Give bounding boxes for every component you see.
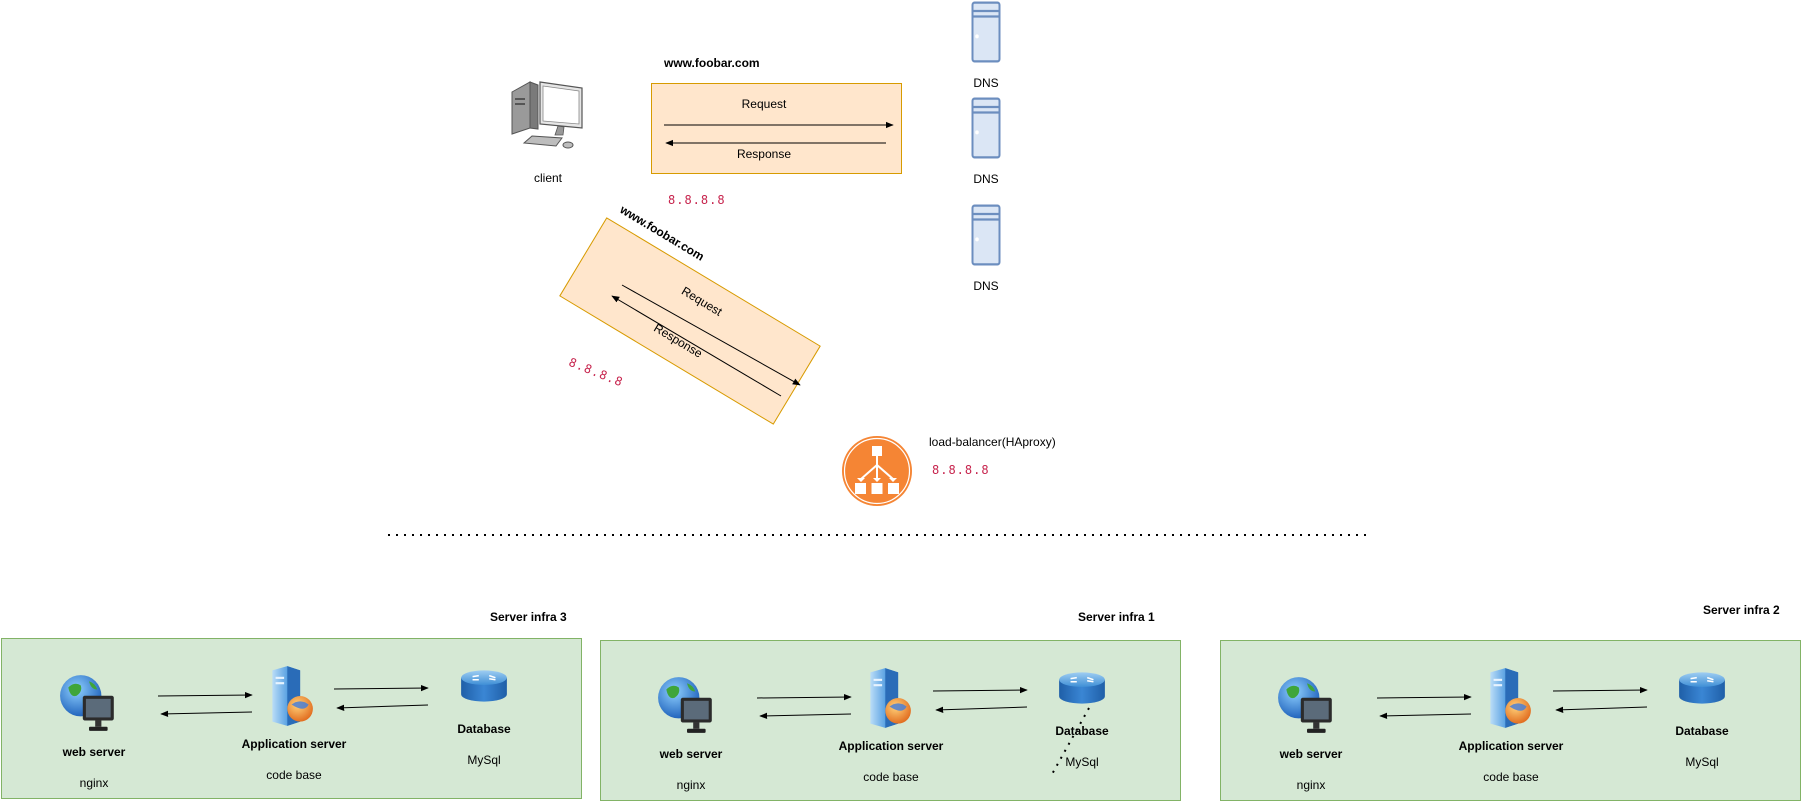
app-sub-label-2: code base (1483, 770, 1539, 784)
app-to-db-arrow-3[interactable] (333, 684, 429, 692)
db-sub-label-2: MySql (1685, 755, 1719, 769)
database-label-2: Database (1675, 724, 1729, 738)
web-sub-label-2: nginx (1296, 778, 1326, 792)
app-to-web-arrow-3[interactable] (160, 710, 253, 718)
web-to-app-arrow-3[interactable] (157, 691, 253, 699)
db-sub-label-3: MySql (467, 753, 501, 767)
dns-label-2: DNS (973, 172, 999, 186)
dns-label-1: DNS (973, 76, 999, 90)
response-arrow-middle[interactable] (611, 295, 782, 397)
app-sub-label-1: code base (863, 770, 919, 784)
app-server-label-3: Application server (241, 737, 347, 751)
load-balancer-ip: 8.8.8.8 (932, 463, 990, 477)
request-label-top: Request (741, 97, 787, 111)
web-server-label-3: web server (62, 745, 126, 759)
web-to-app-arrow-1[interactable] (756, 693, 852, 701)
app-to-db-arrow-2[interactable] (1552, 686, 1648, 694)
client-label: client (533, 171, 562, 185)
load-balancer-label: load-balancer(HAproxy) (929, 435, 1056, 449)
app-to-web-arrow-2[interactable] (1379, 712, 1472, 720)
app-sub-label-3: code base (266, 768, 322, 782)
web-server-label-1: web server (659, 747, 723, 761)
web-sub-label-1: nginx (676, 778, 706, 792)
db-to-app-arrow-1[interactable] (935, 706, 1028, 713)
database-label-1: Database (1055, 724, 1109, 738)
ip-address-top: 8.8.8.8 (668, 193, 726, 207)
dns-label-3: DNS (973, 279, 999, 293)
infra-2-title: Server infra 2 (1703, 603, 1780, 617)
response-label-top: Response (736, 147, 792, 161)
infra-1-title: Server infra 1 (1078, 610, 1155, 624)
database-label-3: Database (457, 722, 511, 736)
db-to-app-arrow-2[interactable] (1555, 706, 1648, 713)
web-sub-label-3: nginx (79, 776, 109, 790)
infra-3-title: Server infra 3 (490, 610, 567, 624)
request-response-box-top[interactable] (651, 83, 902, 174)
domain-label-top: www.foobar.com (664, 56, 760, 70)
db-sub-label-1: MySql (1065, 755, 1099, 769)
dotted-stray-line (1050, 707, 1090, 777)
app-to-db-arrow-1[interactable] (932, 686, 1028, 694)
app-to-web-arrow-1[interactable] (759, 712, 852, 720)
request-arrow-middle[interactable] (621, 284, 801, 386)
app-server-label-2: Application server (1458, 739, 1564, 753)
web-server-label-2: web server (1279, 747, 1343, 761)
app-server-label-1: Application server (838, 739, 944, 753)
web-to-app-arrow-2[interactable] (1376, 693, 1472, 701)
db-to-app-arrow-3[interactable] (336, 704, 429, 711)
